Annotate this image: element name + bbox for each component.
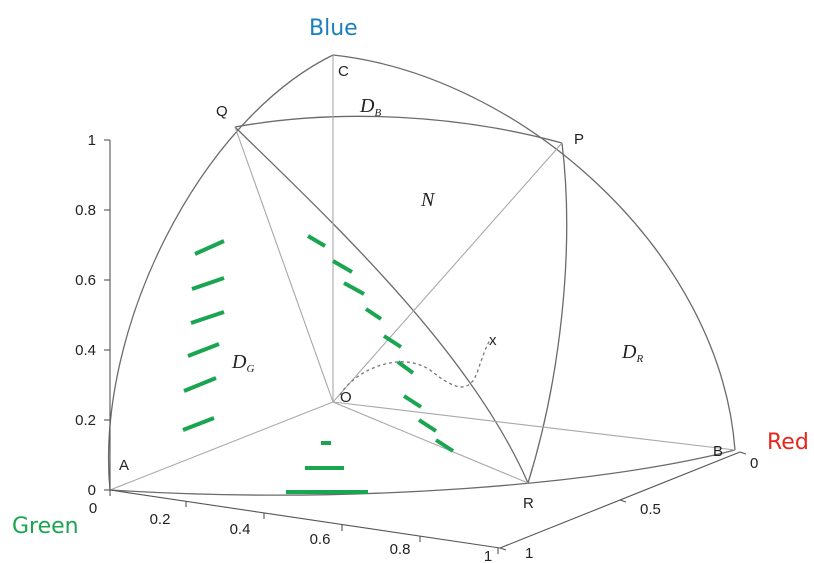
green-hatch-marks: [182, 234, 455, 494]
line-O-R: [332, 401, 529, 484]
v-tick-label: 0.2: [75, 412, 96, 429]
hatch-mark: [343, 281, 365, 296]
g-tick-label: 0.8: [390, 541, 411, 558]
octant-inner-edges: [109, 55, 736, 491]
hatch-mark: [331, 259, 354, 274]
hatch-mark: [183, 376, 217, 393]
arc-A-B: [109, 449, 736, 496]
g-tick-label: 0.4: [230, 521, 251, 538]
axis-label-red: Red: [767, 430, 809, 455]
point-label-A: A: [119, 457, 129, 474]
region-label-d-g: DG: [231, 351, 254, 375]
arc-P-R: [527, 142, 568, 484]
green-axis: 0 0.2 0.4 0.6 0.8 1: [89, 489, 501, 563]
hatch-mark: [364, 307, 383, 321]
line-O-A: [109, 401, 334, 491]
trajectory-curve: [339, 339, 491, 396]
line-O-Q: [234, 126, 334, 403]
hatch-mark: [434, 438, 455, 453]
region-label-n: N: [420, 189, 436, 211]
line-O-B: [332, 401, 736, 451]
hatch-mark: [306, 234, 327, 248]
point-label-B: B: [713, 443, 723, 460]
v-tick-label: 0.8: [75, 202, 96, 219]
v-tick-label: 0: [88, 482, 96, 499]
red-axis: 0 0.5 1: [499, 451, 758, 562]
axis-label-blue: Blue: [309, 16, 358, 41]
octant-outer-edges: [108, 54, 736, 496]
point-label-P: P: [574, 131, 584, 148]
hatch-mark: [382, 334, 403, 349]
r-tick-label: 0.5: [640, 501, 661, 518]
point-label-R: R: [523, 495, 534, 512]
v-tick-label: 0.6: [75, 272, 96, 289]
arc-Q-P: [234, 115, 563, 144]
v-tick-label: 0.4: [75, 342, 96, 359]
region-d-b-main: D: [359, 95, 375, 117]
region-d-r-main: D: [621, 341, 637, 363]
hatch-mark: [417, 418, 438, 433]
g-tick-label: 0.2: [150, 511, 171, 528]
r-tick-label: 1: [525, 545, 533, 562]
arc-A-C: [108, 54, 334, 491]
hatch-mark: [182, 416, 215, 432]
hatch-mark: [191, 276, 225, 291]
region-label-d-r: DR: [621, 341, 643, 365]
region-d-g-sub: G: [246, 363, 254, 375]
point-label-x: x: [489, 332, 497, 349]
arc-C-B: [332, 54, 736, 451]
region-d-r-sub: R: [635, 353, 643, 365]
region-d-g-main: D: [231, 351, 247, 373]
hatch-mark: [194, 239, 225, 256]
hatch-mark: [396, 360, 415, 375]
hatch-mark: [402, 394, 423, 409]
line-O-P: [332, 142, 563, 403]
point-label-O: O: [340, 389, 352, 406]
region-label-d-b: DB: [359, 95, 381, 119]
arc-Q-R: [234, 126, 529, 484]
region-d-b-sub: B: [374, 107, 381, 119]
g-tick-label: 1: [484, 548, 492, 563]
point-label-Q: Q: [216, 103, 228, 120]
axis-label-green: Green: [12, 514, 79, 539]
v-tick-label: 1: [88, 132, 96, 149]
point-label-C: C: [338, 63, 349, 80]
hatch-mark: [187, 342, 220, 358]
g-tick-label: 0.6: [310, 531, 331, 548]
g-tick-label: 0: [89, 500, 97, 517]
hatch-mark: [190, 310, 225, 325]
r-tick-label: 0: [750, 455, 758, 472]
vertical-axis: 0 0.2 0.4 0.6 0.8 1: [75, 132, 111, 499]
